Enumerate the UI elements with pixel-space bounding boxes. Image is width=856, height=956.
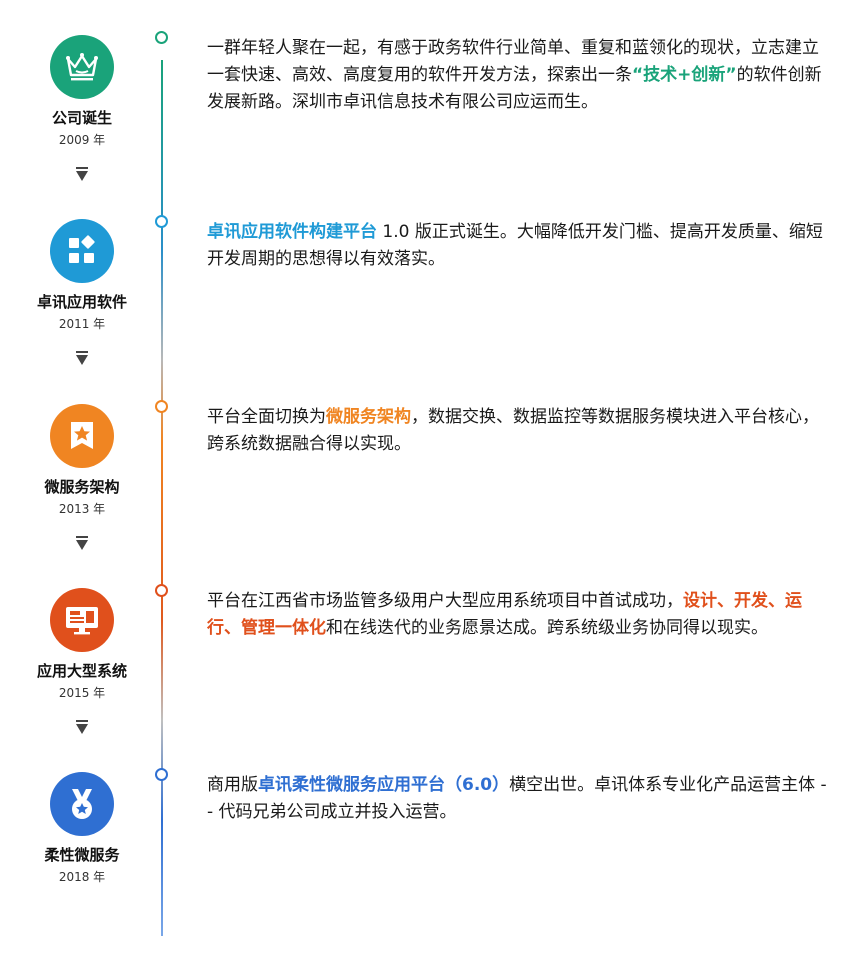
apps-grid-icon — [50, 219, 114, 283]
milestone-title: 微服务架构 — [44, 478, 120, 496]
timeline-dot — [155, 400, 168, 413]
timeline-line — [161, 60, 163, 936]
description-text: 和在线迭代的业务愿景达成。跨系统级业务协同得以现实。 — [326, 618, 768, 638]
milestone-title: 应用大型系统 — [36, 662, 127, 680]
down-arrow-icon — [76, 351, 88, 365]
highlight-text: 卓讯应用软件构建平台 — [207, 222, 377, 242]
milestone-year: 2009 年 — [58, 133, 106, 147]
milestone-title: 柔性微服务 — [44, 846, 120, 864]
down-arrow-icon — [76, 720, 88, 734]
timeline-dot — [155, 584, 168, 597]
milestone-title: 卓讯应用软件 — [36, 293, 127, 311]
milestone-description: 卓讯应用软件构建平台 1.0 版正式诞生。大幅降低开发门槛、提高开发质量、缩短开… — [207, 219, 831, 273]
highlight-text: 卓讯柔性微服务应用平台（6.0） — [258, 775, 510, 795]
milestone-description: 商用版卓讯柔性微服务应用平台（6.0）横空出世。卓讯体系专业化产品运营主体 --… — [207, 772, 831, 826]
down-arrow-icon — [76, 536, 88, 550]
highlight-text: “技术+创新” — [632, 65, 737, 85]
description-text: 平台全面切换为 — [207, 407, 326, 427]
milestone-large-system: 应用大型系统 2015 年 平台在江西省市场监管多级用户大型应用系统项目中首试成功，… — [0, 588, 856, 772]
milestone-description: 一群年轻人聚在一起，有感于政务软件行业简单、重复和蓝领化的现状，立志建立一套快速… — [207, 35, 831, 116]
timeline-dot — [155, 215, 168, 228]
star-bookmark-icon — [50, 404, 114, 468]
milestone-app-software: 卓讯应用软件 2011 年 卓讯应用软件构建平台 1.0 版正式诞生。大幅降低开发门… — [0, 219, 856, 403]
highlight-text: 设计、开发、运行、管理一体化 — [207, 591, 802, 638]
medal-icon — [50, 772, 114, 836]
milestone-title: 公司诞生 — [51, 109, 112, 127]
milestone-flexible-microservice: 柔性微服务 2018 年 商用版卓讯柔性微服务应用平台（6.0）横空出世。卓讯体系专… — [0, 772, 856, 956]
description-text: ，数据交换、数据监控等数据服务模块进入平台核心，跨系统数据融合得以实现。 — [207, 407, 819, 454]
down-arrow-icon — [76, 167, 88, 181]
timeline-dot — [155, 768, 168, 781]
description-text: 平台在江西省市场监管多级用户大型应用系统项目中首试成功， — [207, 591, 683, 611]
description-text: 横空出世。卓讯体系专业化产品运营主体 -- 代码兄弟公司成立并投入运营。 — [207, 775, 827, 822]
milestone-year: 2011 年 — [58, 317, 106, 331]
milestone-description: 平台全面切换为微服务架构，数据交换、数据监控等数据服务模块进入平台核心，跨系统数… — [207, 404, 831, 458]
description-text: 商用版 — [207, 775, 258, 795]
milestone-year: 2018 年 — [58, 870, 106, 884]
crown-icon — [50, 35, 114, 99]
milestone-year: 2015 年 — [58, 686, 106, 700]
timeline-dot — [155, 31, 168, 44]
milestone-year: 2013 年 — [58, 502, 106, 516]
description-text: 的软件创新发展新路。深圳市卓讯信息技术有限公司应运而生。 — [207, 65, 822, 112]
description-text: 一群年轻人聚在一起，有感于政务软件行业简单、重复和蓝领化的现状，立志建立一套快速… — [207, 38, 819, 85]
description-text: 1.0 版正式诞生。大幅降低开发门槛、提高开发质量、缩短开发周期的思想得以有效落… — [207, 222, 823, 269]
milestone-company-founded: 公司诞生 2009 年 一群年轻人聚在一起，有感于政务软件行业简单、重复和蓝领化的现… — [0, 35, 856, 219]
highlight-text: 微服务架构 — [326, 407, 411, 427]
milestone-description: 平台在江西省市场监管多级用户大型应用系统项目中首试成功，设计、开发、运行、管理一… — [207, 588, 831, 642]
monitor-icon — [50, 588, 114, 652]
